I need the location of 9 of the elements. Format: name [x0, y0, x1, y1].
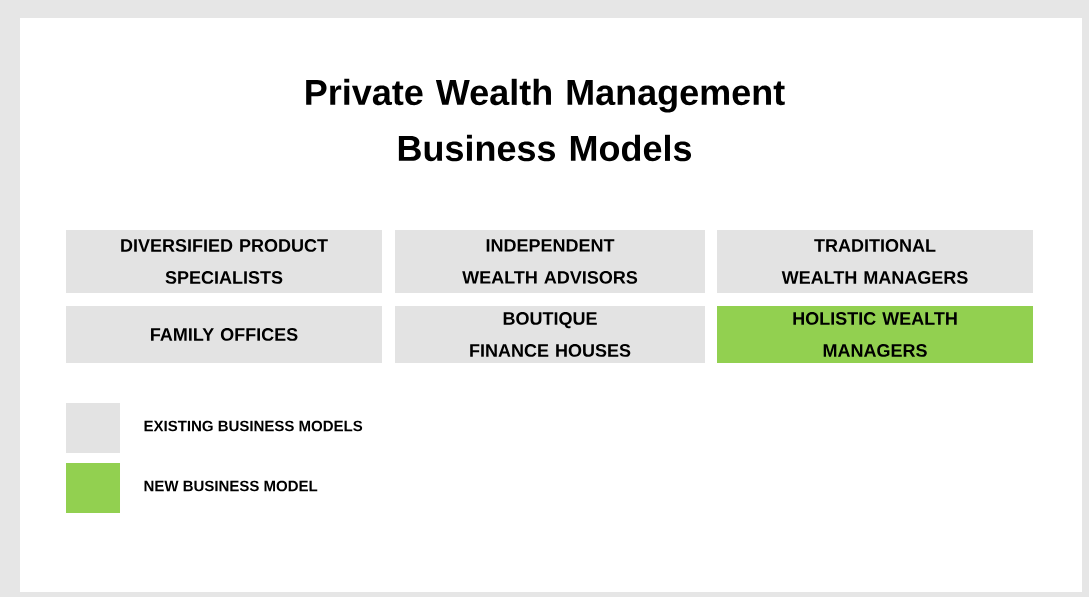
model-box: FAMILY OFFICES: [66, 306, 382, 363]
model-box: DIVERSIFIED PRODUCT SPECIALISTS: [66, 230, 382, 293]
legend-label: EXISTING BUSINESS MODELS: [144, 420, 363, 432]
model-box: BOUTIQUE FINANCE HOUSES: [395, 306, 705, 363]
model-box: TRADITIONAL WEALTH MANAGERS: [717, 230, 1033, 293]
legend-label: NEW BUSINESS MODEL: [144, 480, 318, 492]
title: Private Wealth Management Business Models: [306, 78, 785, 162]
model-box: HOLISTIC WEALTH MANAGERS: [717, 306, 1033, 363]
model-box: INDEPENDENT WEALTH ADVISORS: [395, 230, 705, 293]
